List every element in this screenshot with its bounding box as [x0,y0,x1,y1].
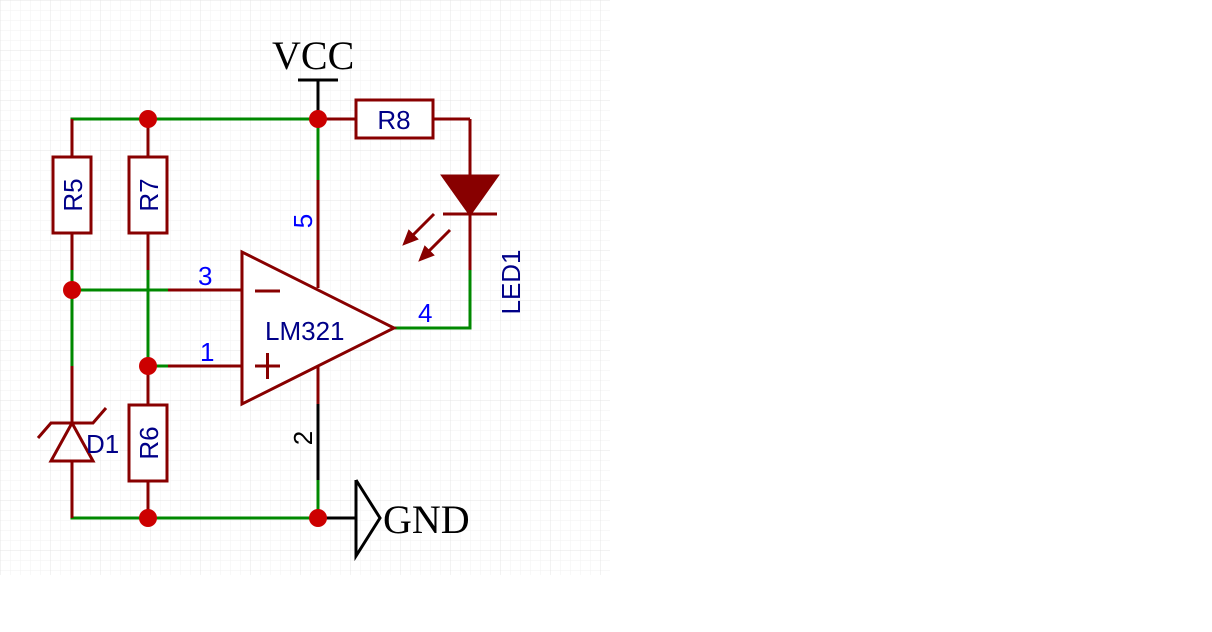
resistor-r5[interactable]: R5 [51,119,93,270]
r5-label: R5 [58,178,88,211]
r7-label: R7 [134,178,164,211]
pin-number-4: 4 [418,298,432,328]
gnd-label: GND [383,497,470,542]
pin-number-5: 5 [288,214,318,228]
junction-dot [63,281,81,299]
vcc-label: VCC [272,33,354,78]
junction-dot [139,110,157,128]
junction-dot [139,357,157,375]
junctions [63,110,327,527]
resistor-r6[interactable]: R6 [127,366,169,518]
junction-dot [309,509,327,527]
r8-label: R8 [377,105,410,135]
zener-diode-d1[interactable]: D1 [36,366,119,518]
opamp-label: LM321 [265,316,345,346]
led1-label: LED1 [496,249,526,314]
pin-number-2: 2 [288,431,318,445]
junction-dot [309,110,327,128]
resistor-r7[interactable]: R7 [127,119,169,270]
resistor-r8[interactable]: R8 [318,98,470,140]
pin-number-1: 1 [200,337,214,367]
d1-label: D1 [86,429,119,459]
junction-dot [139,509,157,527]
r6-label: R6 [134,426,164,459]
led-led1[interactable]: LED1 [402,119,526,315]
opamp-lm321[interactable]: LM321 3 1 4 5 2 [168,180,432,480]
pin-number-3: 3 [198,261,212,291]
led-icon [440,174,500,217]
